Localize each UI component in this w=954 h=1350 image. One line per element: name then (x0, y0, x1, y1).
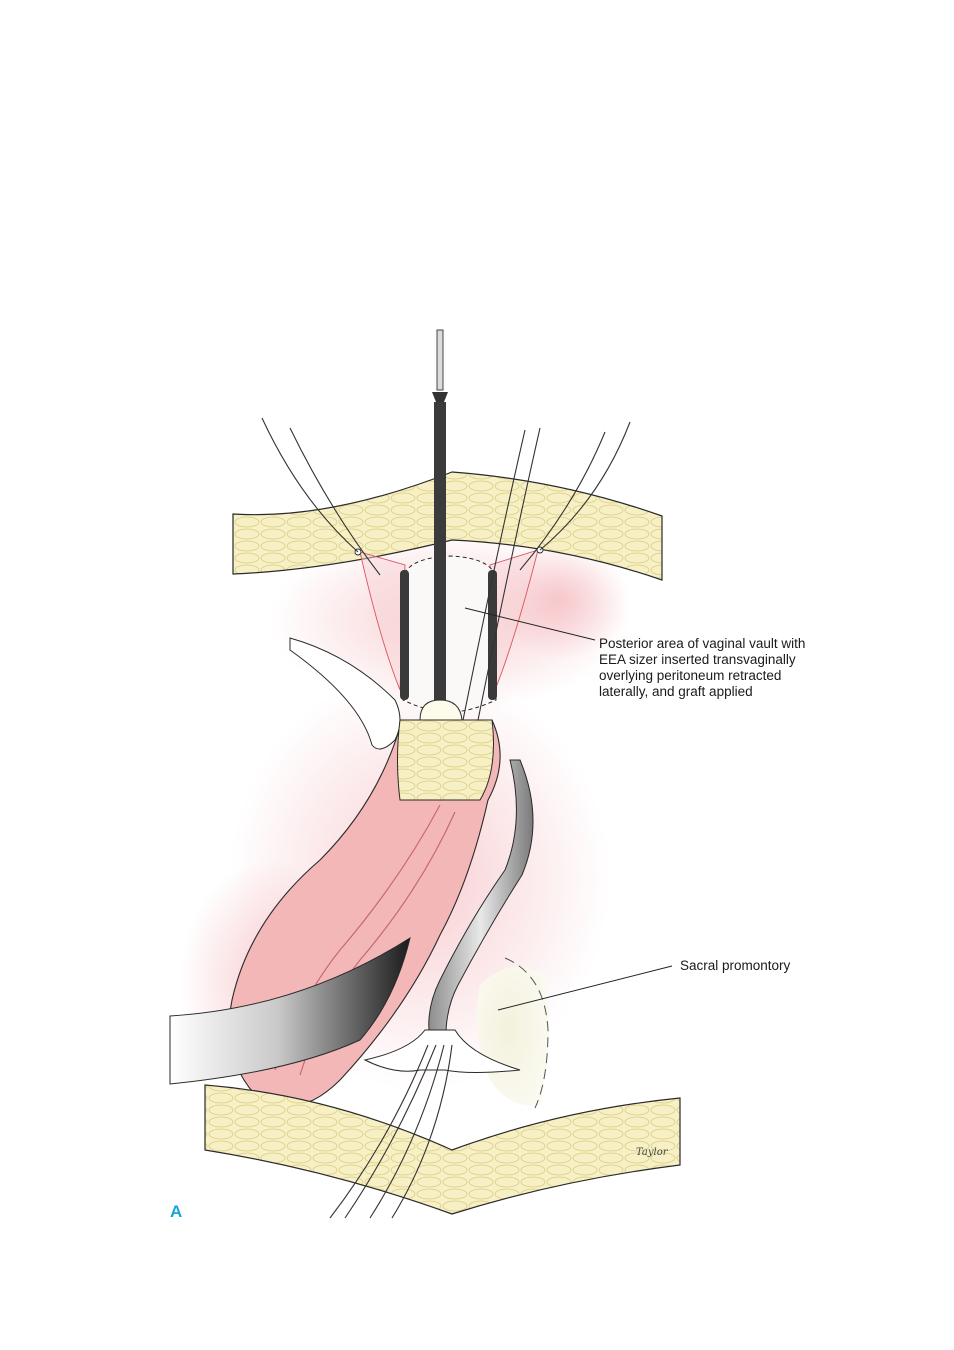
lower-fat-layer (204, 1084, 681, 1215)
panel-letter: A (170, 1202, 183, 1221)
retractor-blade (169, 936, 411, 1085)
vault-label-line: Posterior area of vaginal vault with (599, 636, 806, 651)
sacral-promontory (476, 957, 549, 1109)
vault-label-line: laterally, and graft applied (599, 684, 753, 699)
sutures-upper (261, 417, 631, 761)
artist-signature: Taylor (636, 1147, 668, 1158)
vaginal-vault-graft (400, 555, 497, 713)
sutures-lower (329, 1044, 453, 1219)
peritoneal-fold (289, 637, 401, 750)
vault-label-line: overlying peritoneum retracted (599, 668, 782, 683)
vault-label: Posterior area of vaginal vault with EEA… (599, 636, 805, 700)
leader-lines (464, 607, 673, 1011)
sacral-promontory-label: Sacral promontory (680, 958, 791, 973)
vault-label-line: EEA sizer inserted transvaginally (599, 652, 796, 667)
